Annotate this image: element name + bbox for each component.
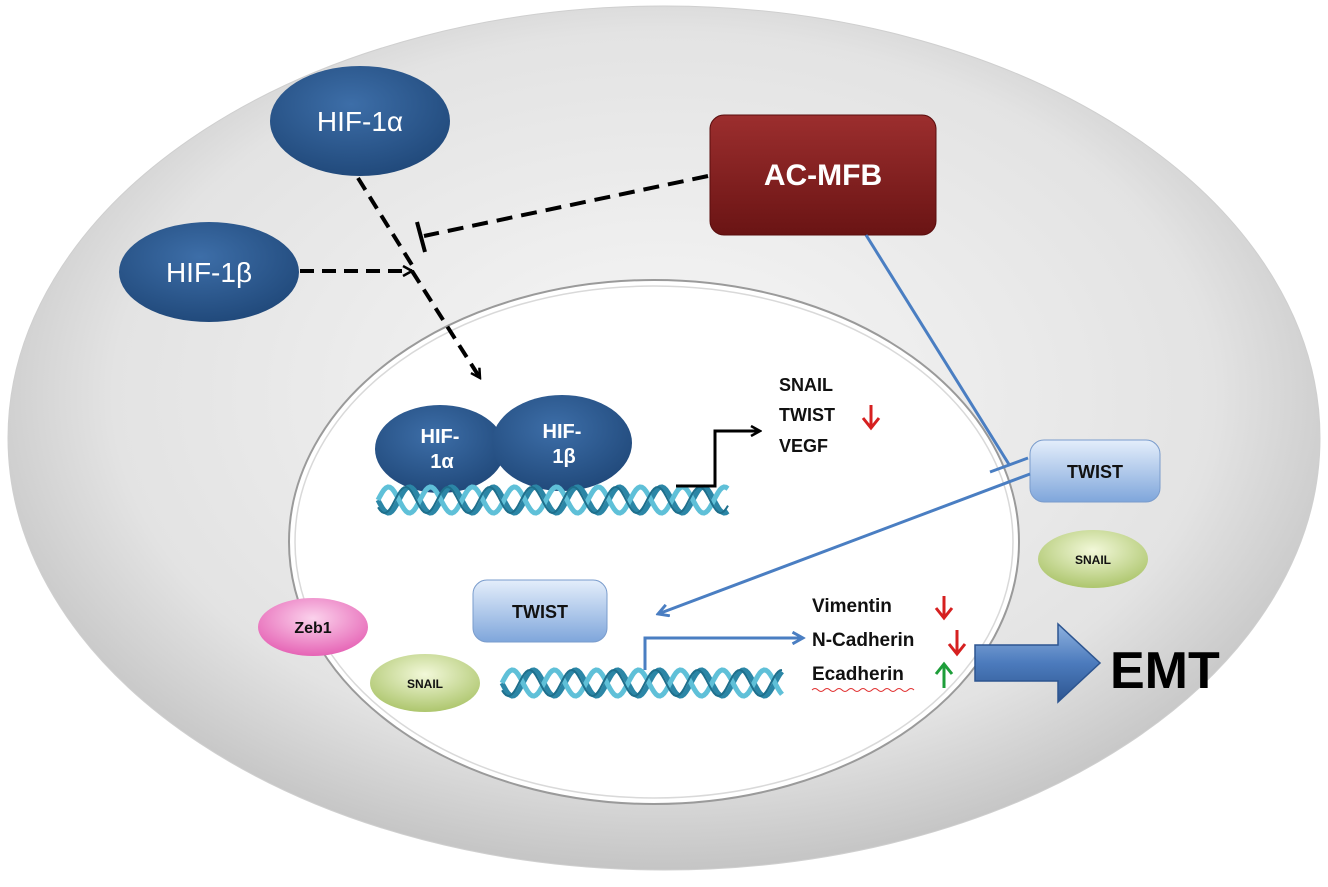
dna-strand [499, 667, 784, 699]
hif1a-dashed-arrow [356, 176, 414, 267]
snail-outer-label: SNAIL [1075, 553, 1111, 567]
transcription-arrow-lower [643, 638, 803, 670]
transcription-arrow-upper [676, 431, 760, 488]
twist-outer-box [1029, 439, 1161, 503]
hif1a-oval [270, 66, 450, 176]
ecadherin-up-arrow [934, 661, 954, 688]
dna-strand [377, 485, 729, 515]
hif1b-label: HIF-1β [166, 257, 252, 288]
twist-translocation-arrow [658, 472, 1031, 614]
acmfb-label: AC-MFB [764, 159, 882, 192]
hif1b-complex-line1: HIF- [543, 421, 582, 443]
twist-down-arrow [861, 405, 881, 431]
dna-helix-upper [375, 484, 730, 516]
zeb1-label: Zeb1 [294, 620, 331, 637]
dna-strand [501, 668, 783, 698]
dna-strand [375, 484, 730, 516]
hif1b-oval [119, 222, 299, 322]
zeb1-oval [258, 598, 368, 656]
acmfb-inhibition-bar [415, 221, 427, 253]
nucleus-inner-ring [294, 285, 1014, 799]
acmfb-twist-inhibition-line [864, 234, 1012, 467]
hif1b-complex-line2: 1β [552, 446, 575, 468]
emt-label: EMT [1110, 642, 1220, 700]
hif1b-complex-oval [492, 395, 632, 491]
nucleus [288, 279, 1020, 805]
dna-strand [499, 667, 784, 699]
hif1a-label: HIF-1α [317, 106, 403, 137]
emt-marker-ncadherin: N-Cadherin [812, 630, 914, 651]
emt-marker-vimentin: Vimentin [812, 596, 892, 617]
ncadherin-down-arrow [947, 630, 967, 657]
target-gene-snail: SNAIL [779, 375, 833, 395]
dna-helix-lower [499, 667, 784, 699]
vimentin-down-arrow [934, 596, 954, 621]
acmfb-twist-inhibition-bar [989, 456, 1029, 474]
emt-block-arrow [974, 622, 1102, 704]
hif1a-complex-line1: HIF- [421, 426, 460, 448]
twist-outer-label: TWIST [1067, 462, 1123, 482]
ecadherin-spellcheck-underline [811, 688, 915, 692]
hif1a-complex-oval [375, 405, 505, 493]
target-gene-vegf: VEGF [779, 436, 828, 456]
twist-inner-box [472, 579, 608, 643]
acmfb-box [709, 114, 937, 236]
emt-marker-ecadherin: Ecadherin [812, 664, 904, 685]
snail-inner-oval [370, 654, 480, 712]
snail-outer-oval [1038, 530, 1148, 588]
target-gene-twist: TWIST [779, 405, 835, 425]
twist-inner-label: TWIST [512, 602, 568, 622]
hif1a-complex-line2: 1α [430, 451, 454, 473]
snail-inner-label: SNAIL [407, 677, 443, 691]
